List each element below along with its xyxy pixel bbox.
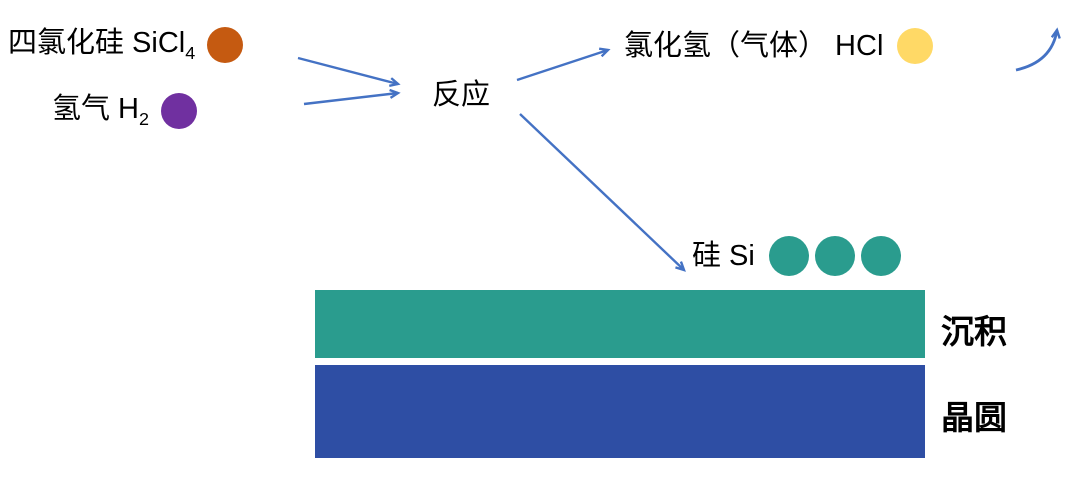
silicon-label: 硅 Si <box>692 239 755 272</box>
arrow-h2-to-reaction-icon <box>303 93 398 106</box>
reaction-node: 反应 <box>432 78 490 113</box>
gas-escape-curved-arrow-icon <box>1015 30 1057 72</box>
reactant-silicon-tetrachloride: 四氯化硅 SiCl4 <box>8 26 244 64</box>
hydrogen-chloride-label: 氯化氢（气体） HCl <box>624 29 884 62</box>
reaction-label: 反应 <box>432 79 491 111</box>
hydrogen-chloride-molecule-icon <box>897 28 934 64</box>
deposition-layer-label: 沉积 <box>941 313 1007 350</box>
arrow-reaction-to-silicon-icon <box>519 113 684 270</box>
product-hydrogen-chloride: 氯化氢（气体） HCl <box>624 28 934 64</box>
deposition-layer-rect <box>315 290 925 358</box>
silicon-tetrachloride-label: 四氯化硅 SiCl4 <box>8 27 196 63</box>
silicon-molecule-icon <box>814 236 855 276</box>
hydrogen-molecule-icon <box>161 93 198 130</box>
arrow-reaction-to-hcl-icon <box>516 50 608 82</box>
wafer-layer-rect <box>315 365 925 458</box>
arrow-sicl4-to-reaction-icon <box>297 56 398 84</box>
silicon-molecule-icon <box>768 236 809 276</box>
silicon-molecule-icon <box>860 236 901 276</box>
hydrogen-label: 氢气 H2 <box>52 93 150 129</box>
wafer-layer-label: 晶圆 <box>941 399 1007 436</box>
reactant-hydrogen: 氢气 H2 <box>52 92 198 130</box>
silicon-tetrachloride-molecule-icon <box>207 27 244 64</box>
product-silicon: 硅 Si <box>692 236 901 276</box>
